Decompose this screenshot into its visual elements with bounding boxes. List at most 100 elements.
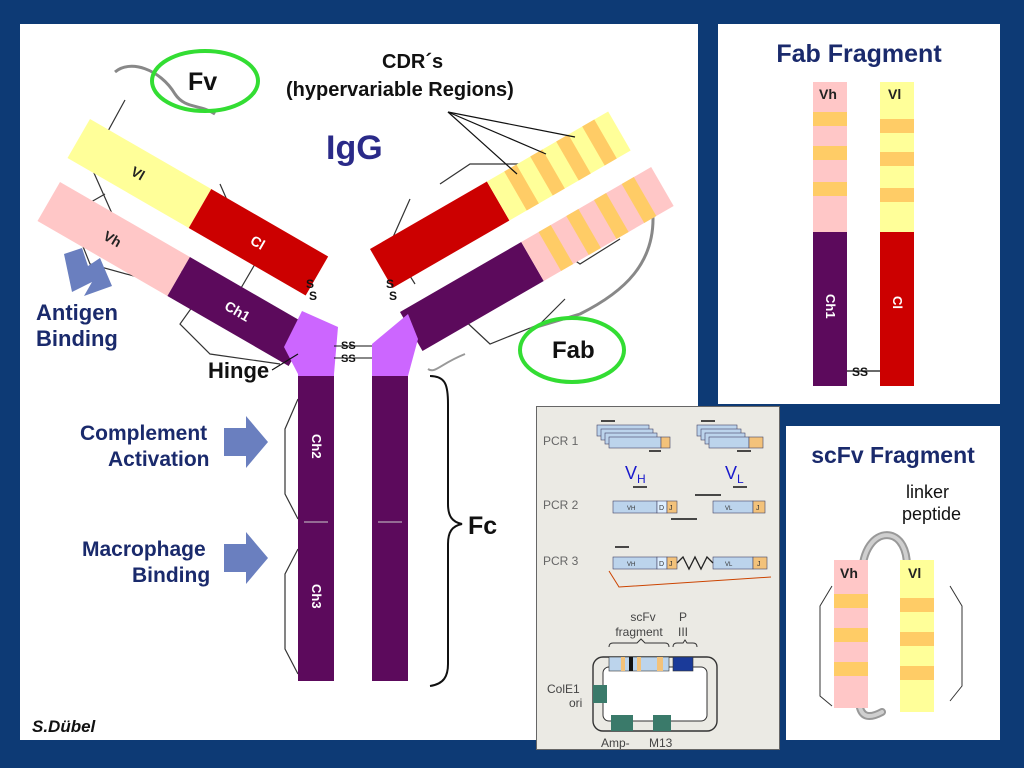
cdr-label-line1: CDR´s [382,51,443,73]
pcr2-vl-small: VL [725,506,733,512]
antigen-label-line2: Binding [36,326,118,351]
scfv-fragment-title: scFv Fragment [811,442,975,468]
right-ch3-domain [372,526,408,681]
right-light-chain [370,111,631,288]
cdr-band [900,666,934,680]
antigen-arrow-icon [64,248,112,296]
fab-label: Fab [552,337,595,364]
left-ss-label-2: S [309,289,317,303]
igg-diagram: Vl Cl Vh Ch1 Ch2 Ch3 S S S S SS [32,49,674,736]
fab-cl-domain [880,232,914,386]
macrophage-arrow-icon [224,532,268,584]
igg-panel: Vl Cl Vh Ch1 Ch2 Ch3 S S S S SS [20,24,698,740]
pcr3-vl-small: VL [725,562,733,568]
left-vl-domain [67,119,212,228]
fab-ss-label: SS [852,365,868,379]
pcr3-linker [676,555,714,571]
hinge-ss-label-2: SS [341,353,356,365]
p-label-line1: P [679,610,687,624]
left-ch3-label: Ch3 [309,584,324,609]
fab-ch1-domain [813,232,847,386]
pcr1-vh-stack [596,424,671,449]
cdr-band [834,628,868,642]
fv-outline [114,64,216,116]
right-heavy-chain [400,167,674,351]
pcr-panel: PCR 1 PCR 2 PCR 3 VH VL [536,406,780,750]
complement-label-line1: Complement [80,422,207,445]
cdr-band [813,146,847,160]
left-light-chain: Vl Cl [67,119,329,296]
left-ss-label-1: S [306,277,314,291]
cole1-label-line1: ColE1 [547,682,580,696]
cdr-band [538,225,574,271]
cdr-band [900,632,934,646]
cdr-band [880,119,914,133]
complement-label-line2: Activation [108,448,210,471]
p-label-line2: III [678,625,688,639]
fab-fragment-diagram: Vh Ch1 Vl Cl SS [813,82,914,386]
macrophage-label-line2: Binding [132,564,210,587]
left-heavy-chain: Vh Ch1 [37,182,312,366]
cdr-band [834,594,868,608]
antigen-label-line1: Antigen [36,300,118,325]
scfv-vh-label: Vh [840,565,858,581]
left-vh-label: Vh [101,227,124,250]
left-ch2-label: Ch2 [309,434,324,459]
cdr-band [813,112,847,126]
cdr-band [834,662,868,676]
cdr-band [813,182,847,196]
pcr1-vl-stack [696,424,764,449]
pcr2-vl-j-label: J [756,505,760,512]
cdr-band [556,134,591,181]
pcr2-vh-small: VH [627,506,635,512]
pcr3-construct [612,556,768,570]
right-ch1-domain [400,242,544,351]
fab-vl-label: Vl [888,86,901,102]
scfv-fragment-panel: scFv Fragment linker peptide Vh Vl [786,426,1000,740]
fc-bracket [429,375,463,687]
cdr-band [900,598,934,612]
pcr-vh-label: VH [625,463,646,486]
macrophage-label-line1: Macrophage [82,538,206,561]
igg-title: IgG [326,129,383,167]
cdr-label-line2: (hypervariable Regions) [286,79,514,101]
right-ss-label-1: S [386,277,394,291]
cdr-band [880,152,914,166]
fab-cl-label: Cl [890,296,905,309]
cdr-pointers [447,111,576,175]
complement-arrow-icon [224,416,268,468]
fab-circle [518,316,626,384]
right-cl-domain [370,181,510,288]
right-hinge [372,314,418,376]
plasmid-cole1 [593,685,607,703]
fab-fragment-panel: Fab Fragment Vh Ch1 Vl Cl SS [718,24,1000,404]
fab-fragment-title: Fab Fragment [776,40,942,68]
fab-bracket [427,353,466,372]
pcr2-label: PCR 2 [543,498,579,512]
pcr2-vl [712,500,766,514]
left-vh-domain [37,182,190,296]
cdr-band [582,119,617,166]
cdr-band [621,177,657,223]
scfv-fragment-diagram: linker peptide Vh Vl [819,482,963,720]
cole1-label-line2: ori [569,696,582,710]
fv-circle [150,49,260,113]
right-ss-label-2: S [389,289,397,303]
amp-label: Amp- [601,736,630,749]
pcr3-j-label: J [669,561,673,568]
scfv-label-line2: fragment [615,625,663,639]
fab-ch1-label: Ch1 [823,294,838,319]
cdr-band [566,209,601,255]
plasmid-piii [672,656,694,672]
scfv-label-line1: scFv [630,610,655,624]
left-ch2-domain [298,376,334,526]
left-cl-label: Cl [248,232,268,253]
pcr2-d-label: D [659,505,664,512]
left-ch3-domain [298,526,334,681]
pcr-vl-label: VL [725,463,744,486]
linker-label-line2: peptide [902,504,961,524]
right-ch2-domain [372,376,408,526]
left-hinge-stem [298,344,334,376]
cdr-band [880,188,914,202]
pcr3-label: PCR 3 [543,554,579,568]
